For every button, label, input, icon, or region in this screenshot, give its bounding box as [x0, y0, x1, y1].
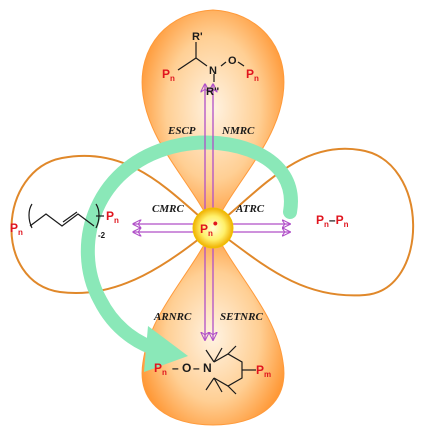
top-pn-left: Pn: [162, 67, 175, 83]
r-prime-label: R': [192, 31, 203, 43]
method-label-nmrc: NMRC: [221, 125, 255, 137]
method-label-escp: ESCP: [167, 125, 196, 137]
method-label-cmrc: CMRC: [152, 203, 184, 215]
left-loop-outline: [10, 154, 215, 295]
repeat-subscript: -2: [98, 231, 106, 240]
n-atom-top: N: [209, 65, 217, 77]
method-label-atrc: ATRC: [235, 203, 265, 215]
curved-arrow-body: [80, 135, 298, 357]
right-structure: Pn–Pn: [316, 213, 349, 229]
center-radical-label: Pn•: [200, 215, 218, 238]
bottom-dash-1: –: [172, 361, 179, 375]
bottom-pn-left: Pn: [154, 361, 167, 377]
left-pn-start: Pn: [10, 221, 23, 237]
o-atom-top: O: [228, 55, 237, 67]
bottom-o-atom: O: [182, 361, 191, 375]
center-radical-glow: [192, 207, 234, 249]
bottom-pm-right: Pm: [256, 363, 271, 379]
left-structure: Pn -2 Pn: [10, 203, 119, 240]
top-pn-right: Pn: [246, 67, 259, 83]
bottom-dash-2: –: [193, 361, 200, 375]
method-label-arnrc: ARNRC: [153, 311, 192, 323]
bottom-structure: Pn – O – N Pm: [154, 345, 271, 395]
curved-arrow-head: [144, 326, 188, 372]
bottom-n-atom: N: [203, 361, 212, 375]
method-arrows: [133, 84, 290, 340]
method-label-setnrc: SETNRC: [220, 311, 263, 323]
top-structure: R' N O R'' Pn Pn: [162, 31, 259, 98]
left-pn-end: Pn: [106, 209, 119, 225]
r-double-prime-label: R'': [206, 86, 220, 98]
